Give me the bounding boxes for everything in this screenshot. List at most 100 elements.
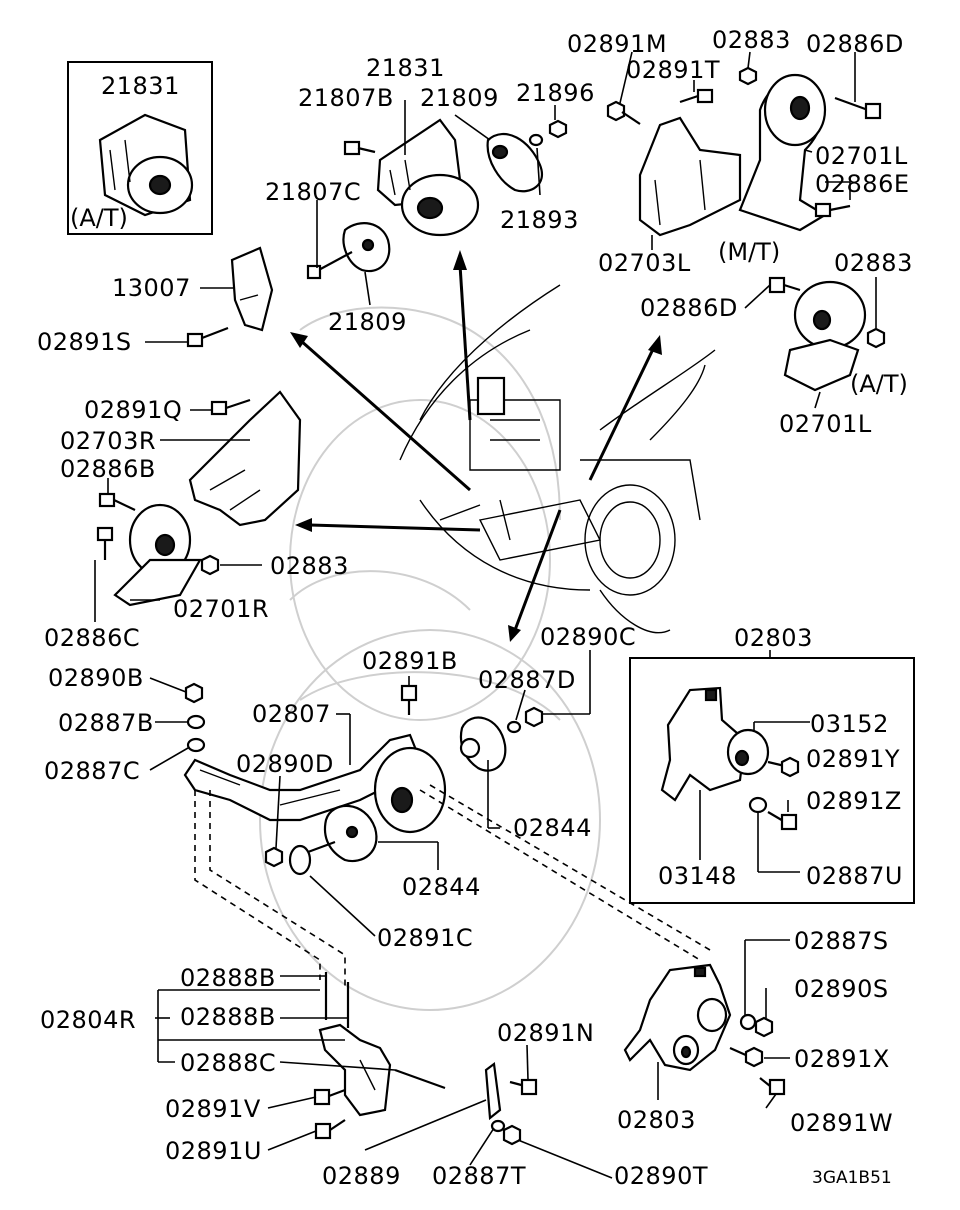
bolt-02886C [96,526,114,560]
nut-02890S [754,1016,774,1038]
label-02889: 02889 [322,1162,401,1190]
label-02701L-mt: 02701L [815,142,908,170]
location-guides [194,784,711,990]
label-03148: 03148 [658,862,737,890]
stud-02888C [394,1068,446,1090]
bracket-02703R [188,390,302,527]
washer-02844-top [459,716,507,772]
label-02891X: 02891X [794,1045,890,1073]
label-21893: 21893 [500,206,579,234]
nut-02883-right [866,327,886,349]
label-02891Y: 02891Y [806,745,900,773]
bolt-02886B [98,492,136,511]
label-03152: 03152 [810,710,889,738]
label-02887D: 02887D [478,666,576,694]
label-02886D-right: 02886D [640,294,738,322]
label-02807: 02807 [252,700,331,728]
tag-at-right: (A/T) [850,370,908,398]
washer-02887T [490,1119,506,1133]
washer-21809-bottom [342,222,391,273]
bolt-02891B [400,684,418,715]
bracket-02803 [623,963,732,1072]
label-02887U: 02887U [806,862,903,890]
label-02703R: 02703R [60,427,156,455]
label-02891V: 02891V [165,1095,261,1123]
bolt-02891S [186,326,229,348]
bushing-02803 [672,997,728,1066]
tag-mt: (M/T) [718,238,780,266]
nut-02883-left [200,554,220,576]
label-02883-right: 02883 [834,249,913,277]
bracket-02889 [484,1061,502,1121]
nut-02890D [264,846,284,868]
mount-02701L-at [783,280,867,392]
mount-21831 [376,118,480,237]
label-21809-bottom: 21809 [328,308,407,336]
bolt-02891X [729,1046,764,1068]
label-02844-bottom: 02844 [402,873,481,901]
bolt-21807B [343,140,376,156]
label-02803-box: 02803 [734,624,813,652]
bolt-02891T [679,88,714,104]
bolt-02891Z [767,811,798,831]
label-02703L: 02703L [598,249,691,277]
bolt-02891V [313,1088,346,1106]
label-02888B-2: 02888B [180,1003,276,1031]
label-02887S: 02887S [794,927,889,955]
mount-02844-main [373,746,447,834]
washer-02887C [186,737,206,753]
label-21896: 21896 [516,79,595,107]
washer-02887S [739,1013,757,1031]
label-02883-top: 02883 [712,26,791,54]
bolt-02891Y [767,756,800,778]
label-02886D-top: 02886D [806,30,904,58]
label-02891B: 02891B [362,647,458,675]
label-02891N: 02891N [497,1019,594,1047]
diagram-code: 3GA1B51 [812,1168,892,1188]
label-21809-top: 21809 [420,84,499,112]
label-02891C: 02891C [377,924,473,952]
bolt-02891M [606,100,641,125]
label-02891Q: 02891Q [84,396,182,424]
label-02701L-at: 02701L [779,410,872,438]
label-02804R: 02804R [40,1006,136,1034]
bolt-02891Q [210,398,251,416]
label-21831: 21831 [366,54,445,82]
washer-02887B [186,714,206,730]
label-02891U: 02891U [165,1137,262,1165]
bushing-03152 [726,728,770,776]
label-21807B: 21807B [298,84,394,112]
label-02886E: 02886E [815,170,910,198]
mount-21831-at [98,113,194,217]
label-02886C: 02886C [44,624,140,652]
callout-arrows [290,250,662,642]
bracket-03148 [660,686,747,802]
label-13007: 13007 [112,274,191,302]
washer-21893 [528,133,544,147]
tag-at-top: (A/T) [70,204,128,232]
nut-02883-top [738,66,758,86]
label-02701R: 02701R [173,595,269,623]
nut-02890T [502,1124,522,1146]
nut-02890B [184,682,204,704]
washer-02887U [748,796,768,814]
bracket-02804R [318,1023,392,1117]
label-02887T: 02887T [432,1162,526,1190]
label-02891W: 02891W [790,1109,893,1137]
leader-lines [94,51,877,1179]
label-02883-left: 02883 [270,552,349,580]
label-02890C: 02890C [540,623,636,651]
label-02886B: 02886B [60,455,156,483]
part-labels: 21831 (A/T) 21831 21807B 21809 21896 218… [37,26,913,1190]
washer-02887D [506,720,522,734]
bolt-02886E [814,202,851,218]
label-02887B: 02887B [58,709,154,737]
label-02891T: 02891T [626,56,720,84]
vehicle-body-outline [399,284,716,634]
label-21807C: 21807C [265,178,361,206]
washer-02844-bottom [323,804,378,863]
label-02844-top: 02844 [513,814,592,842]
washer-21809-top [486,133,543,193]
nut-21896 [548,119,568,139]
